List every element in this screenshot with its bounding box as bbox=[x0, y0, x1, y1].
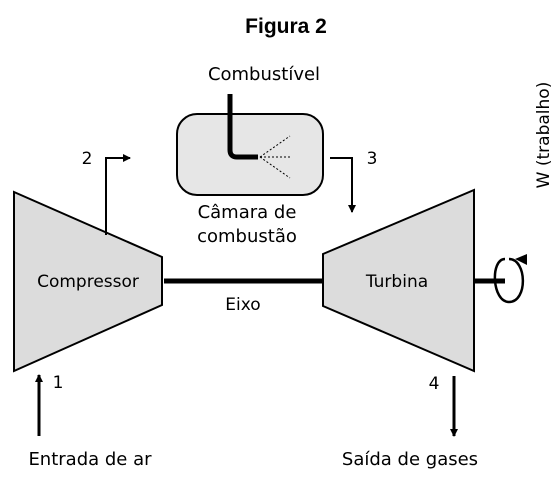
shaft-label: Eixo bbox=[225, 295, 260, 315]
compressor-label: Compressor bbox=[37, 272, 139, 292]
station-1: 1 bbox=[53, 373, 64, 393]
rotation-arrow bbox=[493, 257, 524, 304]
station-4: 4 bbox=[429, 374, 440, 394]
fuel-label: Combustível bbox=[208, 64, 320, 85]
flow-arrow-2 bbox=[105, 154, 131, 235]
figure-title: Figura 2 bbox=[245, 15, 327, 38]
fuel-spray bbox=[259, 135, 292, 179]
station-3: 3 bbox=[367, 149, 378, 169]
chamber-label-line2: combustão bbox=[197, 226, 297, 247]
flow-arrow-3 bbox=[330, 157, 356, 213]
rotation-arrowhead bbox=[515, 254, 527, 265]
station-2: 2 bbox=[82, 149, 93, 169]
fuel-injector bbox=[227, 94, 258, 160]
chamber-label-line1: Câmara de bbox=[198, 202, 297, 223]
turbine-shape bbox=[322, 188, 475, 373]
work-label: W (trabalho) bbox=[534, 82, 554, 189]
gas-outlet-label: Saída de gases bbox=[342, 449, 478, 470]
compressor-shape bbox=[13, 190, 163, 373]
turbine-label: Turbina bbox=[365, 272, 428, 292]
air-inlet-label: Entrada de ar bbox=[28, 449, 152, 470]
